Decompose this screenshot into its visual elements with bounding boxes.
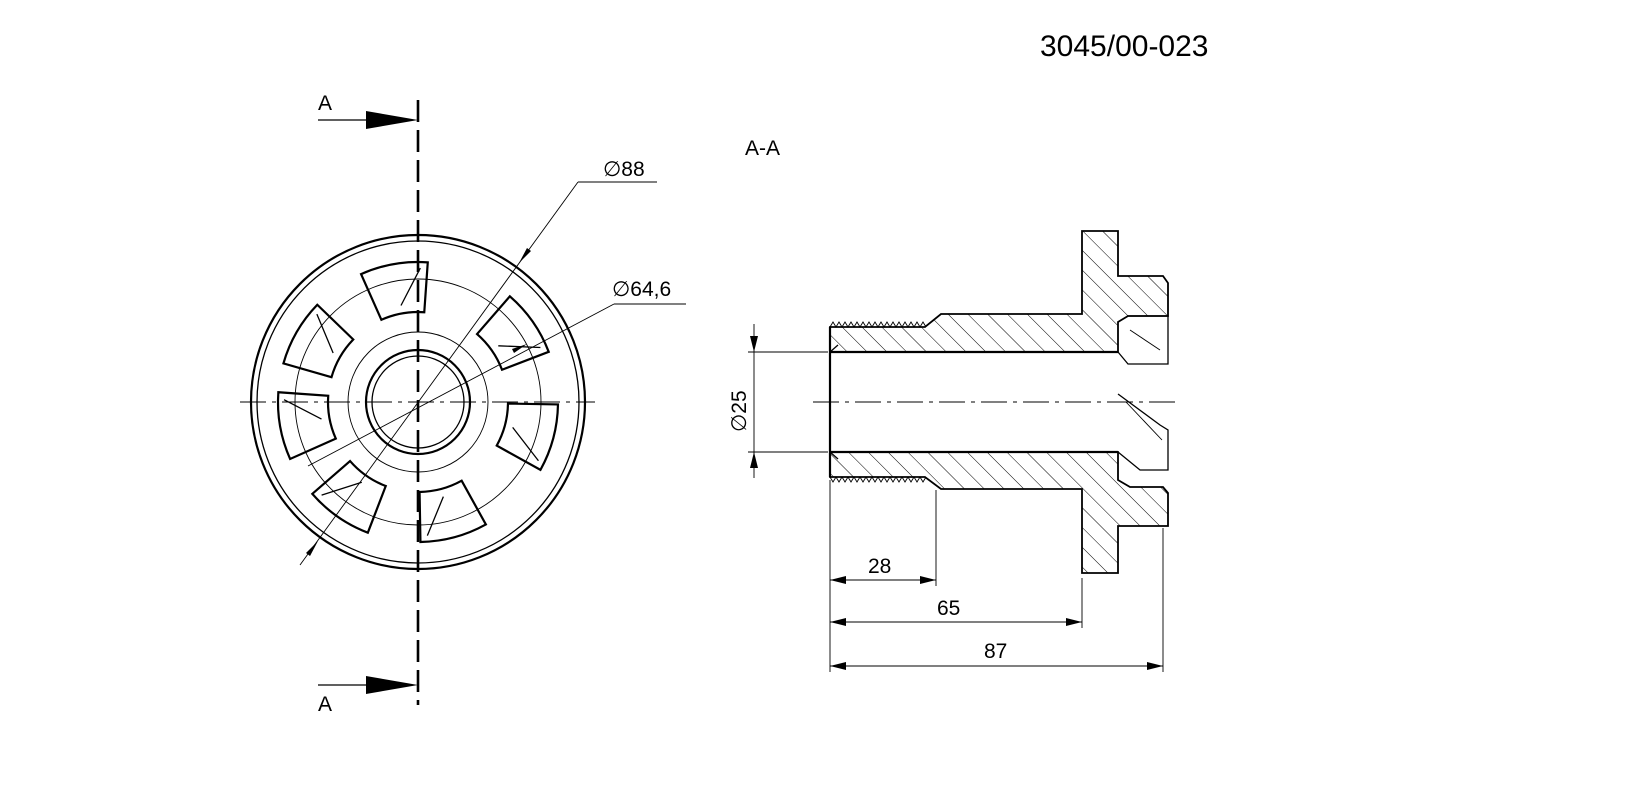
section-arrow-top xyxy=(318,111,418,129)
dim-length-total: 87 xyxy=(984,640,1007,663)
pocket-edge-2 xyxy=(400,267,421,306)
section-body-upper xyxy=(829,230,1169,353)
pocket-edge-7 xyxy=(283,399,322,420)
pocket-3 xyxy=(475,294,551,372)
pocket-edge-5 xyxy=(426,496,444,536)
dim-outer-arrow-lower xyxy=(306,541,318,556)
pocket-edge-4 xyxy=(512,426,539,462)
dim-bore-arrow-bottom xyxy=(750,452,758,468)
section-marker-top: A xyxy=(318,92,332,115)
outer-inner-circle xyxy=(256,240,580,564)
section-arrow-bottom xyxy=(318,676,418,694)
section-view-label: A-A xyxy=(745,137,780,160)
dim-bore-arrow-top xyxy=(750,336,758,352)
dim-length-thread-arrow-left xyxy=(830,576,846,584)
dim-outer-diameter-line xyxy=(299,181,579,566)
pocket-2 xyxy=(359,260,429,322)
dim-pitch-diameter-line xyxy=(307,303,615,467)
pocket-inner-lower xyxy=(1125,401,1163,441)
dim-pitch-arrow xyxy=(512,344,527,353)
pitch-circle xyxy=(294,278,542,526)
dim-pitch-diameter: ∅64,6 xyxy=(612,278,671,301)
dim-length-total-arrow-right xyxy=(1147,662,1163,670)
pocket-1 xyxy=(282,303,355,379)
drawing-number: 3045/00-023 xyxy=(1040,30,1209,63)
pocket-cut-upper xyxy=(1117,315,1169,365)
section-view: A-A ∅25 28 xyxy=(728,137,1180,672)
front-view: A A ∅88 ∅64,6 xyxy=(240,92,686,716)
pocket-inner-upper xyxy=(1129,329,1161,351)
dim-length-total-arrow-left xyxy=(830,662,846,670)
dim-length-flange: 65 xyxy=(937,597,960,620)
dim-length-flange-arrow-left xyxy=(830,618,846,626)
pocket-edge-1 xyxy=(316,313,334,354)
dim-outer-diameter: ∅88 xyxy=(603,158,645,181)
pockets xyxy=(276,260,560,544)
section-marker-bottom: A xyxy=(318,693,332,716)
bore-chamfer-top xyxy=(829,344,839,353)
bore-outer-circle xyxy=(364,348,472,456)
pocket-7 xyxy=(276,391,338,461)
bore-chamfer-bottom xyxy=(829,451,839,460)
pocket-edge-6 xyxy=(321,481,362,496)
dim-outer-arrow-upper xyxy=(519,248,531,263)
dim-length-thread-arrow-right xyxy=(920,576,936,584)
section-body-lower xyxy=(829,451,1169,574)
thread-profile xyxy=(829,321,927,483)
dim-length-flange-arrow-right xyxy=(1066,618,1082,626)
dim-length-thread: 28 xyxy=(868,555,891,578)
dim-bore-diameter: ∅25 xyxy=(728,390,751,432)
thread-teeth-top xyxy=(829,321,927,328)
pocket-4 xyxy=(495,402,560,472)
outer-circle xyxy=(249,233,587,571)
bore-inner-circle xyxy=(371,355,465,449)
pocket-cut-lower xyxy=(1117,393,1169,471)
pocket-6 xyxy=(310,459,388,535)
inner-thin-circle xyxy=(347,331,489,473)
pocket-5 xyxy=(418,479,488,544)
thread-teeth-bottom xyxy=(829,476,927,483)
